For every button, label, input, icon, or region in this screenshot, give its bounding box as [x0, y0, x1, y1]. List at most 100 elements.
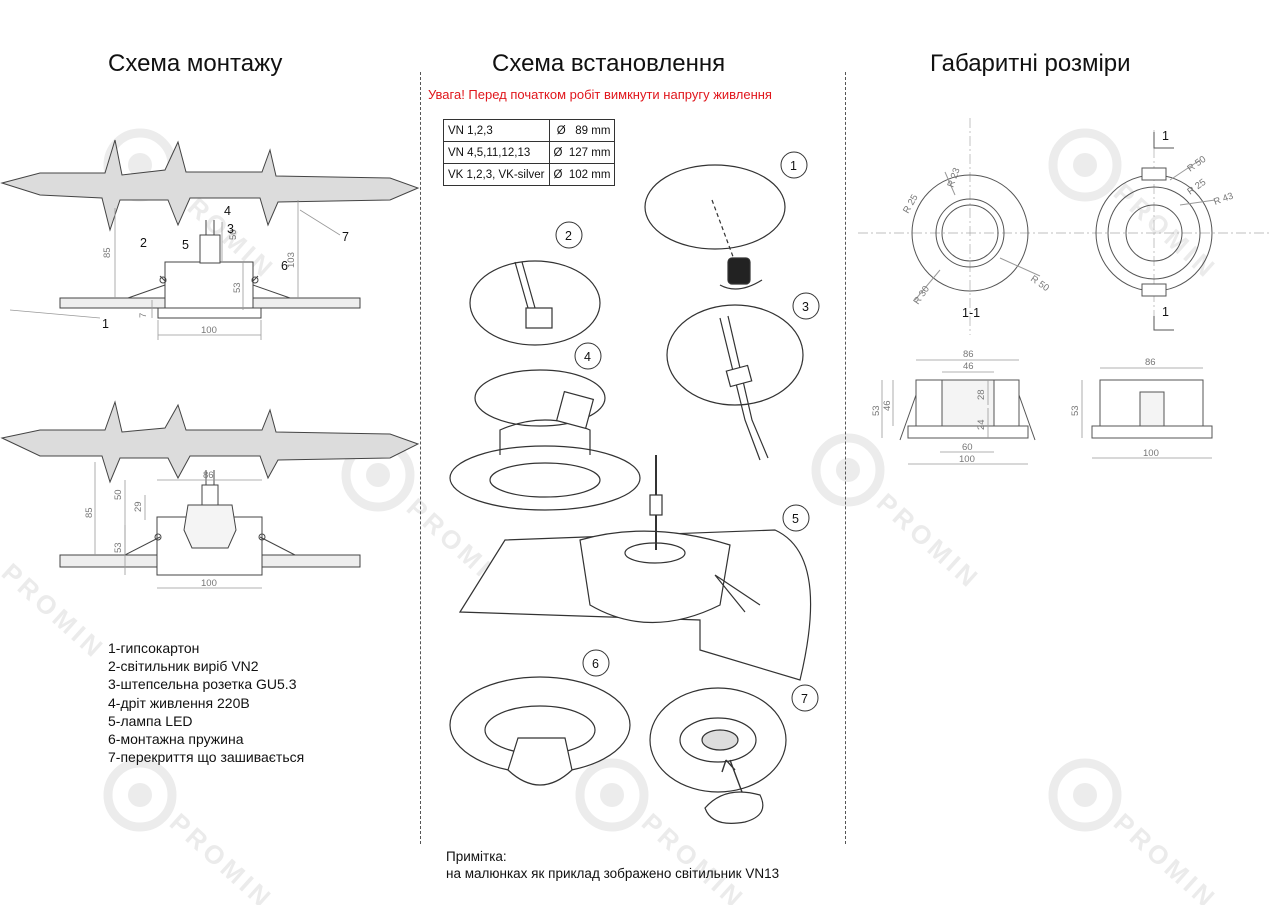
- step-number: 2: [565, 229, 572, 243]
- installation-steps: [449, 164, 812, 824]
- dim-label: 46: [882, 400, 893, 411]
- step2-terminal: [525, 307, 553, 329]
- diameter-symbol: Ø: [556, 124, 566, 137]
- watermark-text: PROMIN: [1108, 807, 1223, 905]
- step-number: 6: [592, 657, 599, 671]
- dim-label: 29: [133, 501, 144, 512]
- power-warning: Увага! Перед початком робіт вимкнути нап…: [428, 87, 772, 102]
- step-badges: [555, 151, 820, 712]
- dim-label: 50: [228, 229, 239, 240]
- table-cell-model: VK 1,2,3, VK-silver: [443, 163, 550, 186]
- legend-item: 6-монтажна пружина: [108, 731, 244, 748]
- dim-label: 50: [113, 489, 124, 500]
- cutout-sizes-table: VN 1,2,3 Ø 89 mm VN 4,5,11,12,13 Ø 127 m…: [443, 119, 616, 186]
- table-row: VN 1,2,3 Ø 89 mm: [443, 119, 616, 142]
- legend-item: 4-дріт живлення 220В: [108, 694, 250, 711]
- step3-terminal: [725, 364, 753, 388]
- diameter-value: 127 mm: [568, 146, 611, 159]
- watermark-text: PROMIN: [871, 487, 986, 595]
- ceiling-slab-2: [0, 400, 420, 484]
- luminaire-body: [164, 261, 254, 311]
- callout-label: 4: [224, 204, 231, 218]
- callout-label: 2: [140, 236, 147, 250]
- dimension-side-views: [881, 359, 1213, 465]
- watermark-logo-icon: [1048, 128, 1122, 202]
- note-block: Примітка: на малюнках як приклад зображе…: [446, 848, 779, 882]
- dim-label: 7: [138, 313, 149, 318]
- watermark-logo-icon: [1048, 758, 1122, 832]
- led-lamp: [183, 504, 237, 549]
- step1-connector: [727, 257, 751, 285]
- dim-label: 53: [871, 405, 882, 416]
- dim-label: 86: [963, 349, 974, 360]
- parts-legend: 1-гипсокартон 2-світильник виріб VN2 3-ш…: [108, 639, 304, 766]
- callout-label: 7: [342, 230, 349, 244]
- note-text: на малюнках як приклад зображено світиль…: [446, 866, 780, 881]
- dim-label: R 50: [1028, 273, 1051, 294]
- step5-luminaire: [579, 530, 731, 624]
- diameter-value: 89 mm: [575, 124, 611, 137]
- table-row: VN 4,5,11,12,13 Ø 127 mm: [443, 141, 616, 164]
- dim-label: 86: [1145, 357, 1156, 368]
- spring-right: [251, 275, 291, 299]
- dim-label: 85: [84, 507, 95, 518]
- dimension-top-views: [858, 118, 1270, 335]
- dim-label: 60: [962, 442, 973, 453]
- dim-label: 100: [1143, 448, 1159, 459]
- legend-item: 2-світильник виріб VN2: [108, 658, 259, 675]
- legend-item: 3-штепсельна розетка GU5.3: [108, 676, 297, 693]
- dim-label: R 23: [945, 166, 962, 189]
- watermark-logo-icon: [575, 758, 649, 832]
- divider-right: [845, 72, 846, 844]
- watermark-logo-icon: [811, 433, 885, 507]
- legend-item: 5-лампа LED: [108, 712, 193, 729]
- watermark-text: PROMIN: [164, 807, 279, 905]
- table-row: VK 1,2,3, VK-silver Ø 102 mm: [443, 163, 616, 186]
- dim-label: R 50: [1185, 154, 1208, 175]
- dim-label: R 43: [1212, 191, 1235, 208]
- step-number: 1: [790, 159, 797, 173]
- mounting-diagram-2: [0, 400, 420, 589]
- mounting-title: Схема монтажу: [108, 50, 283, 77]
- table-cell-value: Ø 102 mm: [548, 163, 616, 186]
- installation-title: Схема встановлення: [492, 50, 726, 77]
- note-heading: Примітка:: [446, 849, 507, 864]
- cut-mark-label: 1: [1162, 129, 1169, 143]
- step-number: 7: [801, 692, 808, 706]
- dimensions-title: Габаритні розміри: [930, 50, 1131, 77]
- table-cell-model: VN 4,5,11,12,13: [443, 141, 550, 164]
- watermark-text: PROMIN: [0, 557, 111, 665]
- dim-label: 24: [976, 419, 987, 430]
- step6-lamp: [507, 737, 573, 786]
- dim-label: 85: [102, 247, 113, 258]
- step-number: 3: [802, 300, 809, 314]
- callout-label: 1: [102, 317, 109, 331]
- ceiling-slab: [0, 139, 420, 232]
- legend-item: 7-перекриття що зашивається: [108, 749, 305, 766]
- diameter-symbol: Ø: [553, 146, 563, 159]
- section-label: 1-1: [962, 306, 980, 320]
- spring-left: [127, 275, 167, 299]
- dim-label: R 30: [911, 284, 932, 307]
- gu53-socket: [199, 234, 221, 264]
- step4-terminal-block: [555, 390, 595, 430]
- diameter-value: 102 mm: [568, 168, 611, 181]
- step2-disk: [469, 260, 601, 346]
- dim-label: 100: [959, 454, 975, 465]
- callout-label: 5: [182, 238, 189, 252]
- callout-label: 3: [227, 222, 234, 236]
- step-number: 5: [792, 512, 799, 526]
- dim-label: 53: [1070, 405, 1081, 416]
- dim-label: 28: [976, 389, 987, 400]
- callout-label: 6: [281, 259, 288, 273]
- table-cell-value: Ø 89 mm: [548, 119, 616, 142]
- step4-luminaire-ring: [449, 445, 641, 511]
- table-cell-model: VN 1,2,3: [443, 119, 550, 142]
- divider-left: [420, 72, 421, 844]
- dim-label: 53: [113, 542, 124, 553]
- cut-mark-label: 1: [1162, 305, 1169, 319]
- step3-disk: [666, 304, 804, 406]
- table-cell-value: Ø 127 mm: [548, 141, 616, 164]
- legend-item: 1-гипсокартон: [108, 640, 200, 656]
